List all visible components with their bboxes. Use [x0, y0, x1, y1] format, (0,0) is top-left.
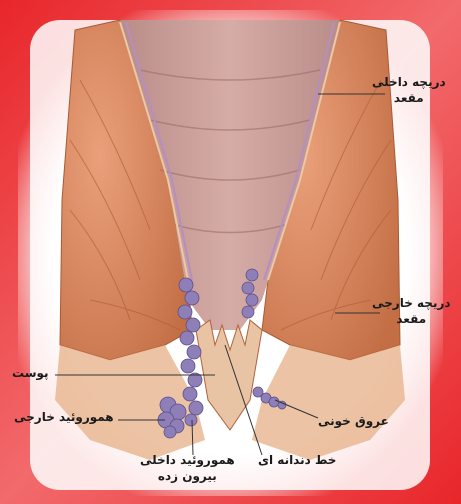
label-external-sphincter: دریچه خارجی مقعد: [372, 295, 451, 327]
label-internal-sphincter-line1: دریچه داخلی: [372, 74, 446, 90]
label-prolapsed-line1: هموروئید داخلی: [140, 452, 235, 468]
label-external-sphincter-line2: مقعد: [372, 311, 451, 327]
label-internal-sphincter: دریچه داخلی مقعد: [372, 74, 446, 106]
label-external-sphincter-line1: دریچه خارجی: [372, 295, 451, 311]
label-dentate-line: خط دندانه ای: [258, 452, 336, 468]
label-internal-sphincter-line2: مقعد: [372, 90, 446, 106]
label-prolapsed-line2: بیرون زده: [140, 468, 235, 484]
label-prolapsed-internal-hemorrhoid: هموروئید داخلی بیرون زده: [140, 452, 235, 484]
label-blood-vessels: عروق خونی: [318, 413, 389, 429]
label-external-hemorrhoid: هموروئید خارجی: [14, 409, 114, 425]
label-skin: پوست: [12, 365, 49, 381]
